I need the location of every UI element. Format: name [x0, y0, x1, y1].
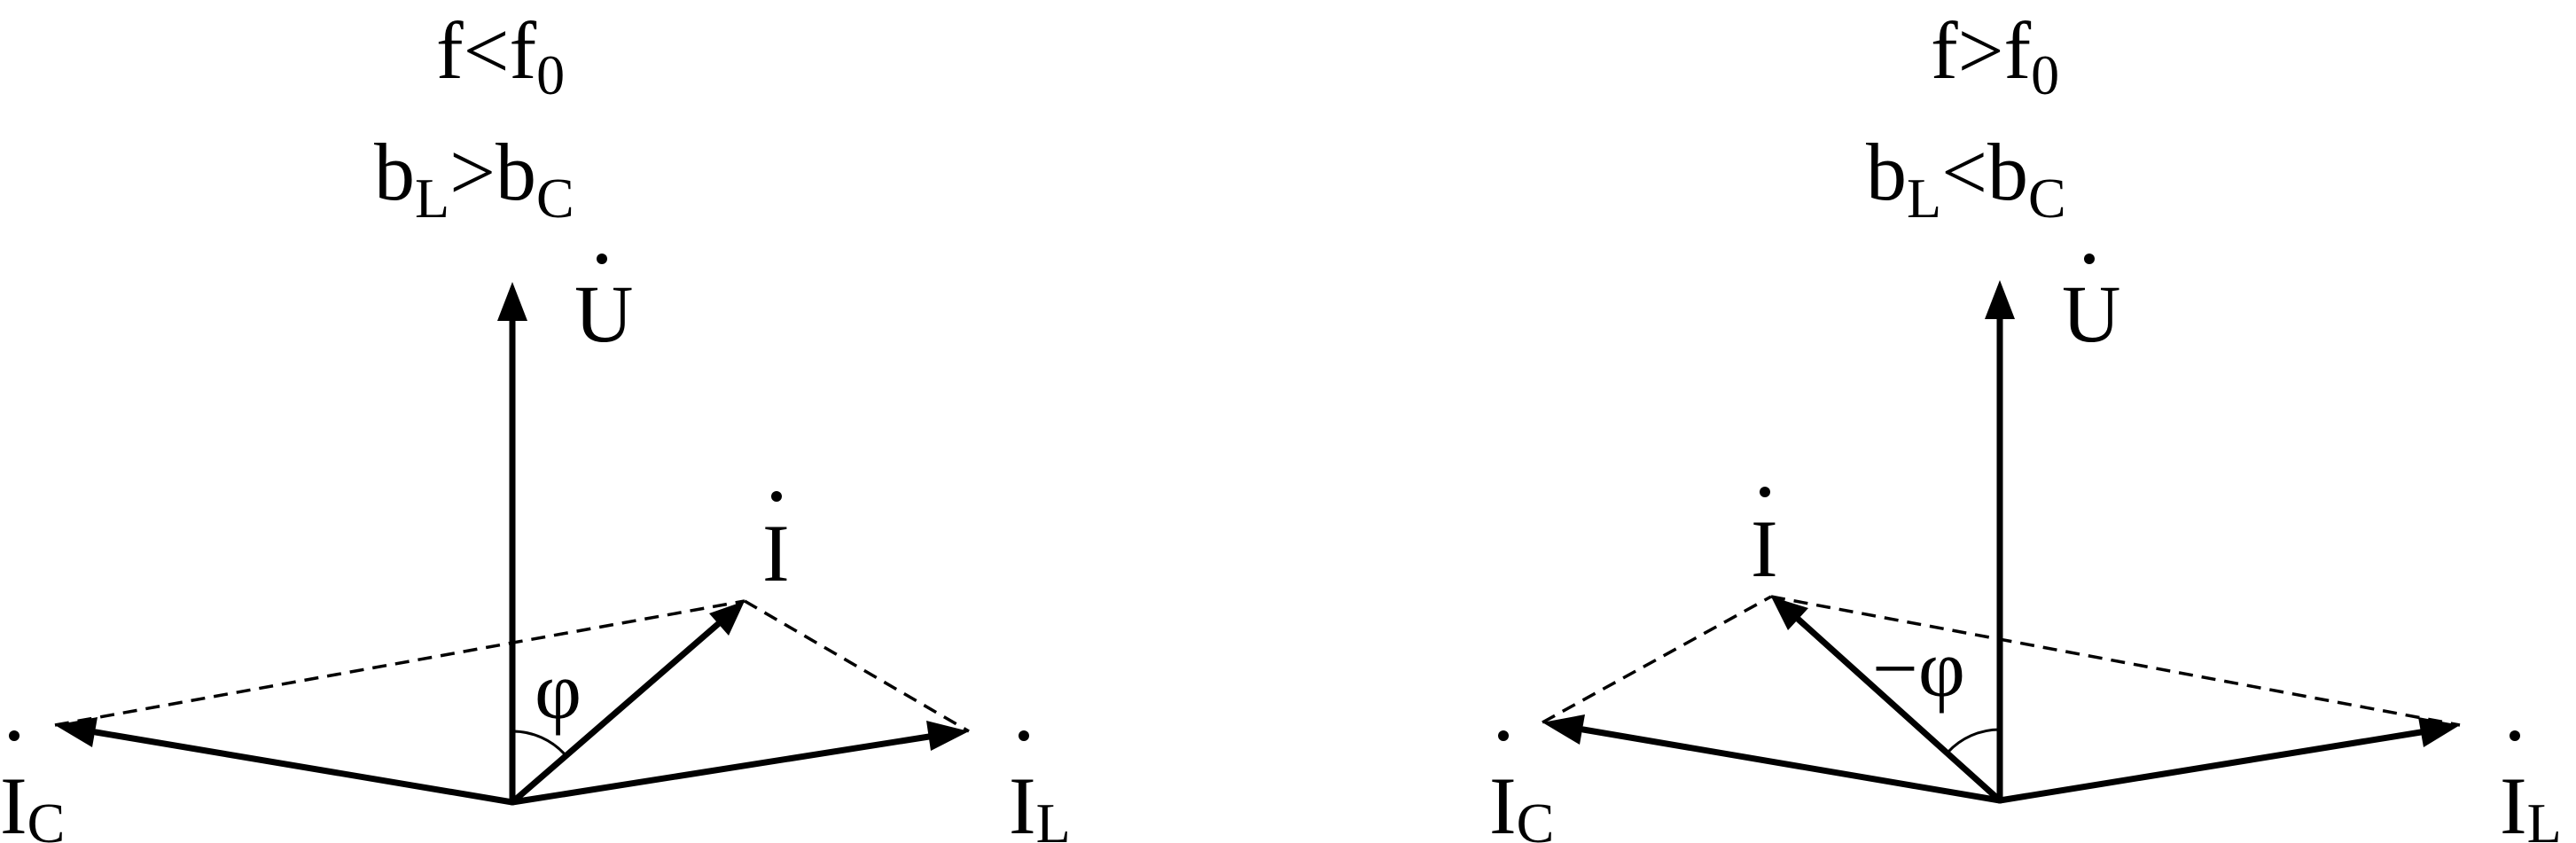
right-ic-dot: [1498, 730, 1509, 741]
right-voltage-dot: [2084, 254, 2095, 264]
right-phasor-panel: f>f0 bL<bC U: [1489, 5, 2562, 843]
left-voltage-label: U: [574, 269, 633, 359]
left-voltage-dot: [597, 254, 607, 264]
right-capacitor-current-phasor: [1542, 714, 2003, 804]
left-angle-arc: [511, 730, 567, 756]
right-angle-label: −φ: [1872, 623, 1965, 714]
right-current-dot: [1760, 487, 1770, 497]
right-dashed-ic-to-i: [1542, 595, 1772, 724]
left-total-current-phasor: [509, 601, 745, 806]
right-il-label: IL: [2500, 761, 2562, 843]
left-current-dot: [771, 491, 782, 502]
right-current-label: I: [1751, 503, 1778, 594]
right-susceptance-condition: bL<bC: [1866, 127, 2066, 230]
right-voltage-label: U: [2062, 269, 2120, 359]
right-total-current-phasor: [1771, 597, 2003, 804]
left-ic-label: IC: [0, 761, 65, 843]
left-inductor-current-phasor: [509, 721, 969, 806]
left-current-label: I: [762, 508, 790, 598]
left-dashed-ic-to-i: [54, 599, 745, 727]
right-frequency-condition: f>f0: [1931, 5, 2059, 106]
left-susceptance-condition: bL>bC: [374, 127, 574, 230]
right-il-dot: [2510, 730, 2520, 741]
right-angle-arc: [1946, 728, 2001, 754]
right-dashed-i-to-il: [1770, 595, 2461, 727]
left-capacitor-current-phasor: [55, 717, 516, 806]
left-frequency-condition: f<f0: [436, 5, 565, 106]
right-voltage-phasor: [1985, 280, 2015, 804]
right-inductor-current-phasor: [1996, 717, 2460, 804]
left-phasor-panel: f<f0 bL>bC U: [0, 5, 1071, 843]
left-angle-label: φ: [535, 645, 582, 736]
left-dashed-i-to-il: [744, 599, 970, 733]
right-ic-label: IC: [1489, 761, 1554, 843]
left-il-label: IL: [1009, 761, 1071, 843]
left-il-dot: [1019, 730, 1029, 741]
left-ic-dot: [9, 730, 20, 741]
left-voltage-phasor: [497, 282, 527, 806]
